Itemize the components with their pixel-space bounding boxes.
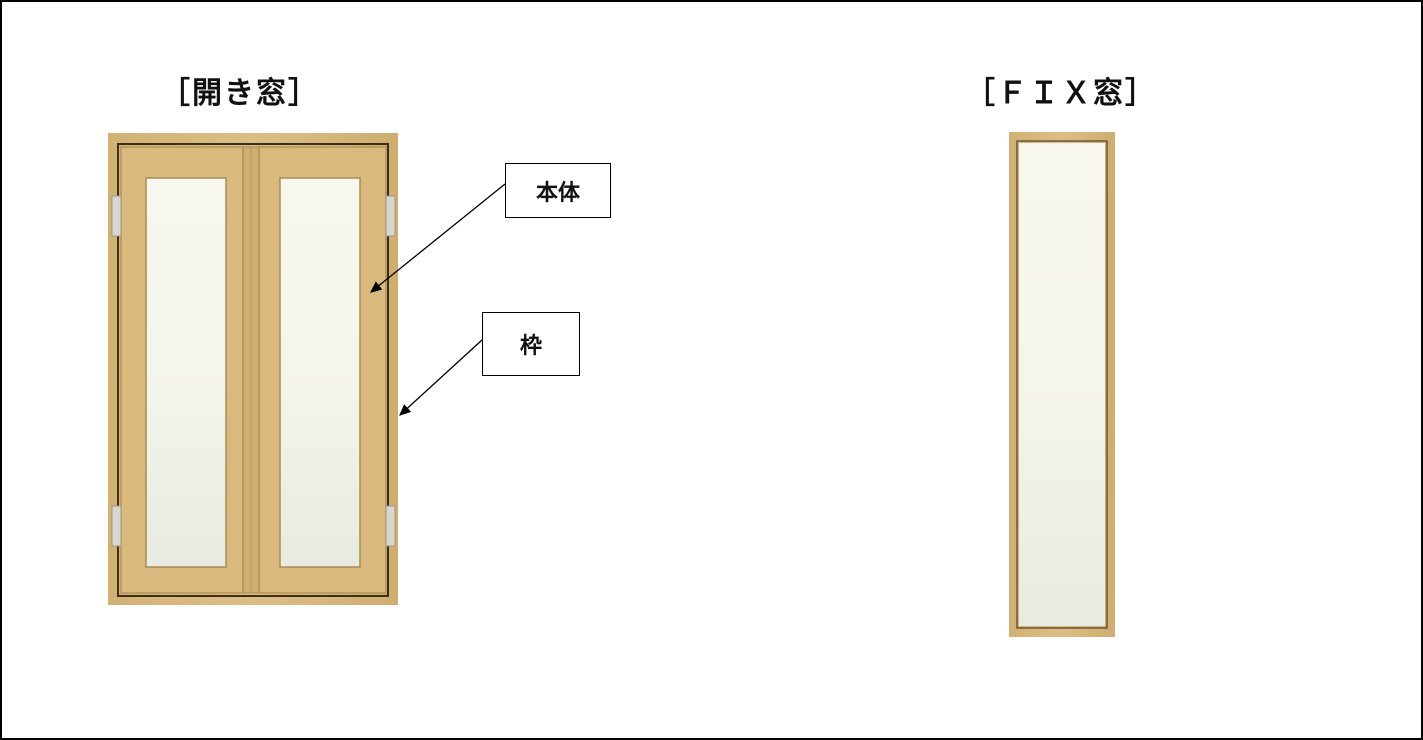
- fix-window-title: ［ＦＩＸ窓］: [965, 76, 1157, 111]
- left-glass: [145, 177, 227, 568]
- sash-leader-arrow: [369, 183, 506, 293]
- hinge-right-top: [385, 195, 396, 237]
- window-diagram: [108, 132, 1115, 637]
- frame-leader-arrow: [399, 339, 483, 416]
- hinge-right-bottom: [385, 505, 396, 547]
- fix-window: [1009, 132, 1115, 637]
- hinge-left-top: [111, 195, 122, 237]
- fix-glass: [1019, 143, 1105, 626]
- hinge-left-bottom: [111, 505, 122, 547]
- right-glass: [279, 177, 361, 568]
- casement-window-title: ［開き窓］: [160, 76, 320, 111]
- casement-window: [108, 133, 398, 605]
- sash-label: 本体: [505, 163, 611, 218]
- frame-label: 枠: [482, 312, 580, 376]
